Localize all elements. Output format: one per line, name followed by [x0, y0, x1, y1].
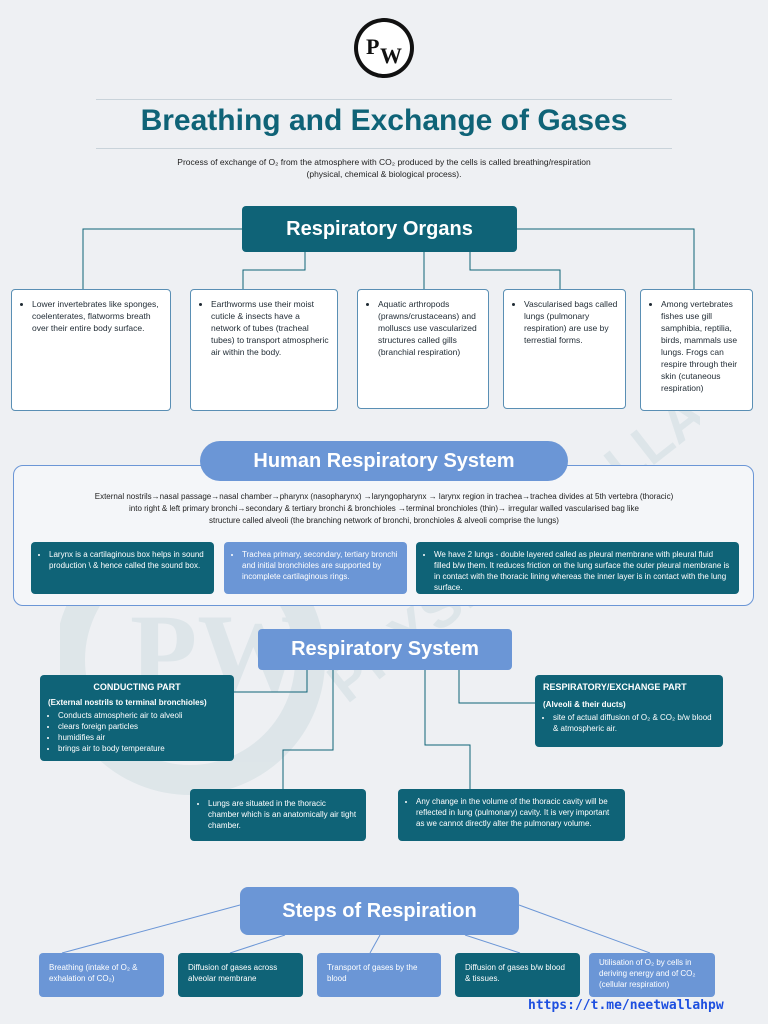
- exchange-item: site of actual diffusion of O₂ & CO₂ b/w…: [553, 712, 715, 734]
- conducting-part-card: CONDUCTING PART (External nostrils to te…: [40, 675, 234, 761]
- airway-pathway-text: External nostrils→nasal passage→nasal ch…: [20, 491, 748, 527]
- organ-card-earthworms: Earthworms use their moist cuticle & ins…: [190, 289, 338, 411]
- conducting-item: clears foreign particles: [58, 721, 226, 732]
- subtitle-line-1: Process of exchange of O₂ from the atmos…: [177, 157, 591, 167]
- step-text: Breathing (intake of O₂ & exhalation of …: [49, 963, 138, 983]
- lungs-card: We have 2 lungs - double layered called …: [416, 542, 739, 594]
- step-breathing: Breathing (intake of O₂ & exhalation of …: [39, 953, 164, 997]
- thoracic-volume-text: Any change in the volume of the thoracic…: [416, 796, 617, 829]
- organ-card-text: Among vertebrates fishes use gill samphi…: [661, 298, 746, 394]
- organ-card-invertebrates: Lower invertebrates like sponges, coelen…: [11, 289, 171, 411]
- step-text: Diffusion of gases b/w blood & tissues.: [465, 963, 565, 983]
- respiratory-organs-heading: Respiratory Organs: [242, 206, 517, 252]
- organ-card-text: Lower invertebrates like sponges, coelen…: [32, 298, 164, 334]
- airway-line-1: External nostrils→nasal passage→nasal ch…: [94, 492, 674, 501]
- respiratory-system-heading: Respiratory System: [258, 629, 512, 670]
- step-text: Transport of gases by the blood: [327, 963, 418, 983]
- organ-card-terrestrial: Vascularised bags called lungs (pulmonar…: [503, 289, 626, 409]
- conducting-part-heading: CONDUCTING PART: [93, 682, 181, 692]
- larynx-card-text: Larynx is a cartilaginous box helps in s…: [49, 549, 206, 571]
- organ-card-text: Earthworms use their moist cuticle & ins…: [211, 298, 331, 358]
- svg-text:P: P: [366, 34, 379, 59]
- organ-card-text: Aquatic arthropods (prawns/crustaceans) …: [378, 298, 482, 358]
- exchange-part-sub: (Alveoli & their ducts): [543, 700, 626, 709]
- step-tissue-diffusion: Diffusion of gases b/w blood & tissues.: [455, 953, 580, 997]
- organ-card-text: Vascularised bags called lungs (pulmonar…: [524, 298, 619, 346]
- svg-text:W: W: [380, 43, 402, 68]
- steps-of-respiration-heading: Steps of Respiration: [240, 887, 519, 935]
- step-text: Utilisation of O₂ by cells in deriving e…: [599, 958, 696, 989]
- conducting-item: humidifies air: [58, 732, 226, 743]
- telegram-link[interactable]: https://t.me/neetwallahpw: [528, 998, 724, 1013]
- step-alveolar-diffusion: Diffusion of gases across alveolar membr…: [178, 953, 303, 997]
- step-cellular-respiration: Utilisation of O₂ by cells in deriving e…: [589, 953, 715, 997]
- title-rule-bottom: [96, 148, 672, 149]
- subtitle-line-2: (physical, chemical & biological process…: [306, 169, 462, 179]
- trachea-card: Trachea primary, secondary, tertiary bro…: [224, 542, 407, 594]
- lungs-card-text: We have 2 lungs - double layered called …: [434, 549, 731, 593]
- airway-line-3: structure called alveoli (the branching …: [209, 516, 559, 525]
- conducting-item: brings air to body temperature: [58, 743, 226, 754]
- organ-card-vertebrates: Among vertebrates fishes use gill samphi…: [640, 289, 753, 411]
- exchange-part-card: RESPIRATORY/EXCHANGE PART (Alveoli & the…: [535, 675, 723, 747]
- pw-logo-icon: P W: [352, 16, 416, 80]
- page-title: Breathing and Exchange of Gases: [140, 104, 628, 137]
- organ-card-aquatic: Aquatic arthropods (prawns/crustaceans) …: [357, 289, 489, 409]
- human-respiratory-system-heading: Human Respiratory System: [200, 441, 568, 481]
- thoracic-volume-card: Any change in the volume of the thoracic…: [398, 789, 625, 841]
- airway-line-2: into right & left primary bronchi→second…: [129, 504, 639, 513]
- title-rule-top: [96, 99, 672, 100]
- step-gas-transport: Transport of gases by the blood: [317, 953, 441, 997]
- exchange-part-heading: RESPIRATORY/EXCHANGE PART: [543, 682, 687, 692]
- page-subtitle: Process of exchange of O₂ from the atmos…: [110, 156, 658, 180]
- conducting-item: Conducts atmospheric air to alveoli: [58, 710, 226, 721]
- conducting-part-sub: (External nostrils to terminal bronchiol…: [48, 698, 207, 707]
- step-text: Diffusion of gases across alveolar membr…: [188, 963, 278, 983]
- lungs-location-text: Lungs are situated in the thoracic chamb…: [208, 798, 358, 831]
- larynx-card: Larynx is a cartilaginous box helps in s…: [31, 542, 214, 594]
- trachea-card-text: Trachea primary, secondary, tertiary bro…: [242, 549, 399, 582]
- lungs-location-card: Lungs are situated in the thoracic chamb…: [190, 789, 366, 841]
